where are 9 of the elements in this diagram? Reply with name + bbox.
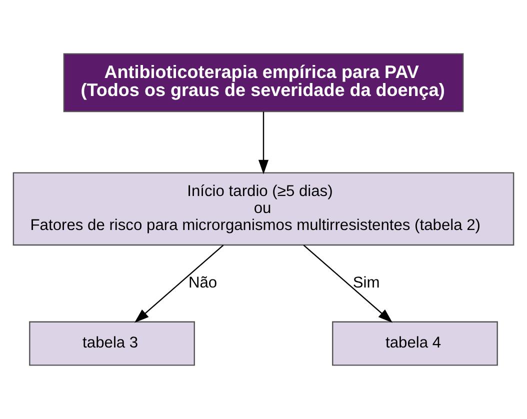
node-box: Início tardio (≥5 dias) ou Fatores de risco para microrganismos multirresistentes (tabela 2): [12, 172, 514, 246]
edge-label: Sim: [352, 274, 380, 292]
arrow: [134, 244, 224, 323]
node-box: tabela 4: [332, 321, 498, 366]
node-box: Antibioticoterapia empírica para PAV (Todos os graus de severidade da doença): [63, 53, 464, 112]
edge-label: Não: [188, 274, 218, 292]
arrow: [303, 244, 393, 323]
arrow: [258, 112, 269, 174]
node-box: tabela 3: [29, 321, 195, 366]
